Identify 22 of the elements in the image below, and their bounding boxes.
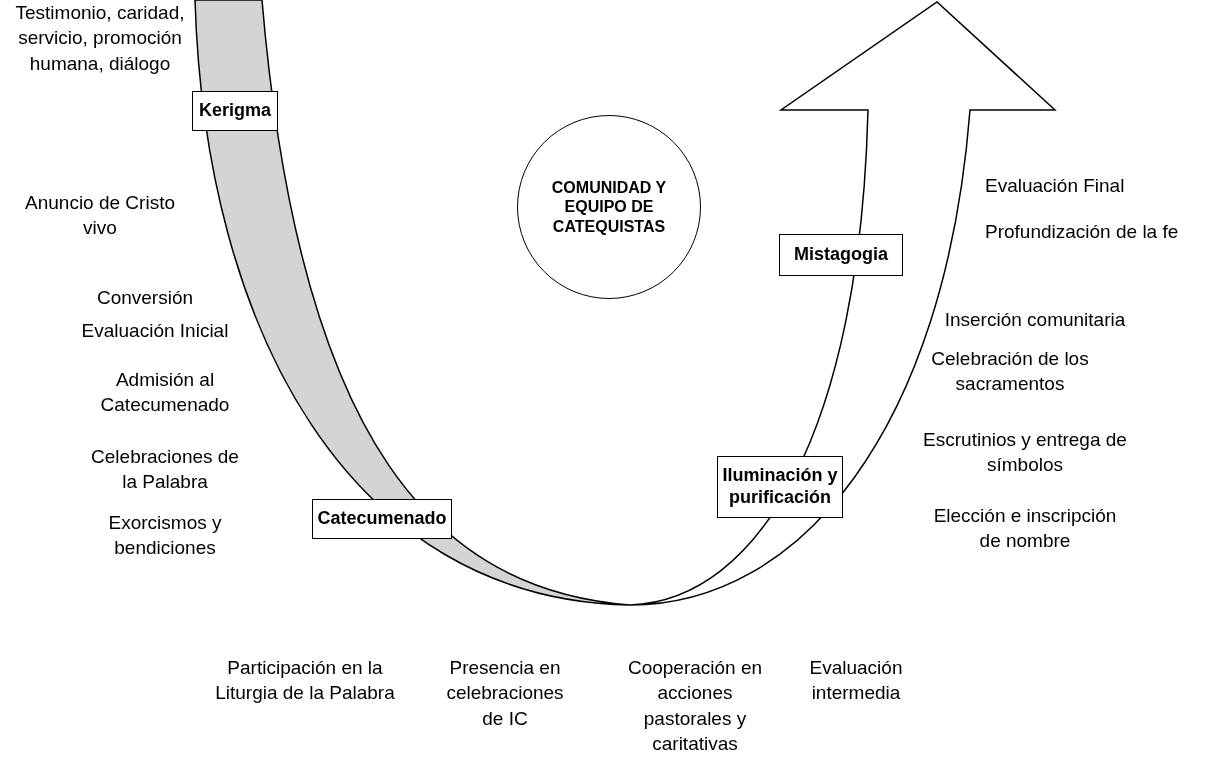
stage-note: Testimonio, caridad, servicio, promoción humana, diálogo [14, 1, 186, 76]
stage-box: Iluminación y purificación [717, 456, 843, 518]
stage-note: Cooperación en acciones pastorales y caritativas [626, 656, 764, 756]
stage-note: Evaluación intermedia [808, 656, 904, 706]
stage-note: Participación en la Liturgia de la Palabra [214, 656, 396, 706]
stage-box: Catecumenado [312, 499, 452, 539]
stage-note: Exorcismos y bendiciones [107, 511, 223, 561]
stage-note: Admisión al Catecumenado [99, 368, 231, 418]
community-circle: COMUNIDAD Y EQUIPO DE CATEQUISTAS [517, 115, 701, 299]
stage-note: Anuncio de Cristo vivo [24, 191, 176, 241]
stage-box: Mistagogia [779, 234, 903, 276]
stage-note: Evaluación Inicial [80, 319, 230, 343]
stage-note: Inserción comunitaria [943, 308, 1127, 332]
stage-note: Celebraciones de la Palabra [90, 445, 240, 495]
stage-note: Evaluación Final [985, 174, 1126, 198]
stage-note: Celebración de los sacramentos [930, 347, 1090, 397]
stage-note: Profundización de la fe [985, 220, 1180, 244]
stage-note: Elección e inscripción de nombre [932, 504, 1118, 554]
stage-box: Kerigma [192, 91, 278, 131]
stage-note: Escrutinios y entrega de símbolos [922, 428, 1128, 478]
stage-note: Presencia en celebraciones de IC [445, 656, 565, 731]
stage-note: Conversión [95, 286, 195, 310]
